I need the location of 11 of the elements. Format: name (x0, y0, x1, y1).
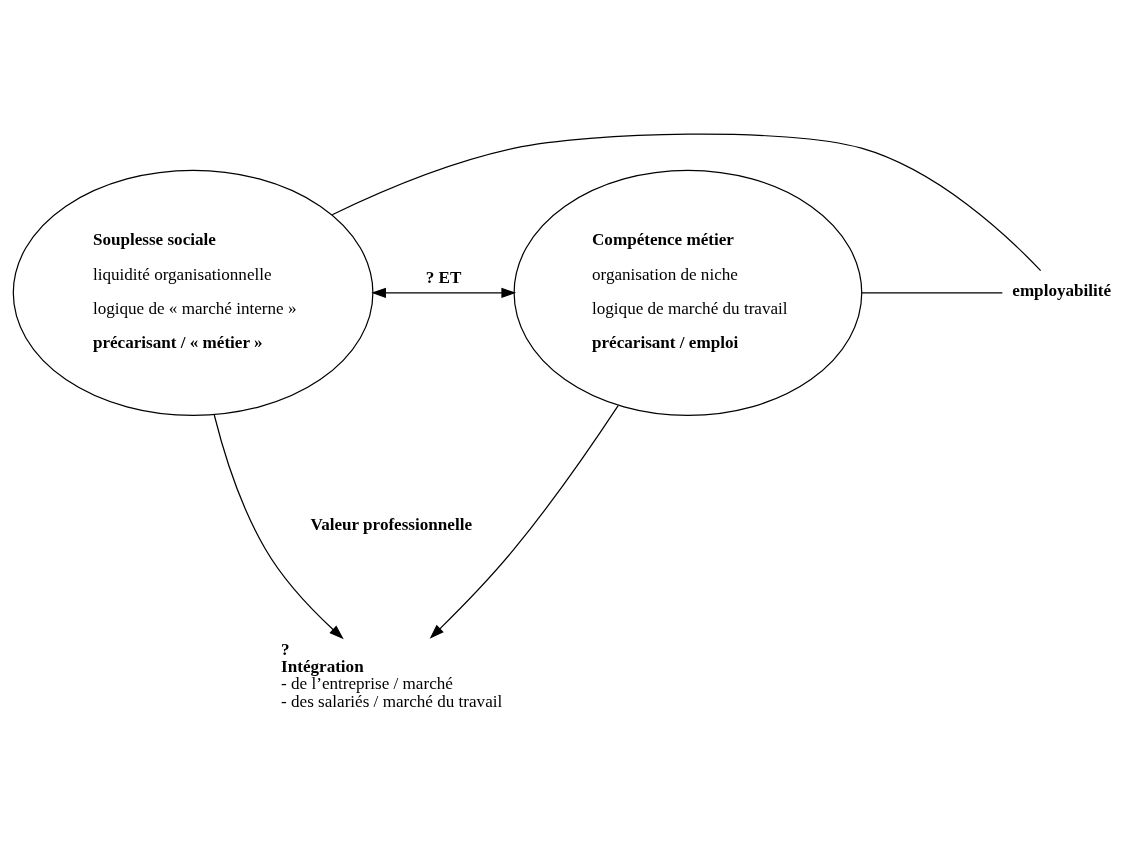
arrow (213, 413, 344, 639)
node-text: ? Intégration - de l’entreprise / marché - des salariés / marché du travail (281, 639, 503, 711)
node-text: employabilité (1012, 280, 1112, 300)
connector (331, 133, 1042, 271)
arrow (371, 287, 517, 298)
edge-label: ? ET (425, 267, 462, 287)
connector (861, 291, 1003, 293)
arrow (429, 404, 619, 639)
node-ellipse: Compétence métier organisation de niche logique de marché du travail précarisant / emploi (513, 169, 863, 416)
node-ellipse: Souplesse sociale liquidité organisationnelle logique de « marché interne » précarisant / « métier » (12, 169, 374, 416)
label: Valeur professionnelle (310, 514, 473, 534)
